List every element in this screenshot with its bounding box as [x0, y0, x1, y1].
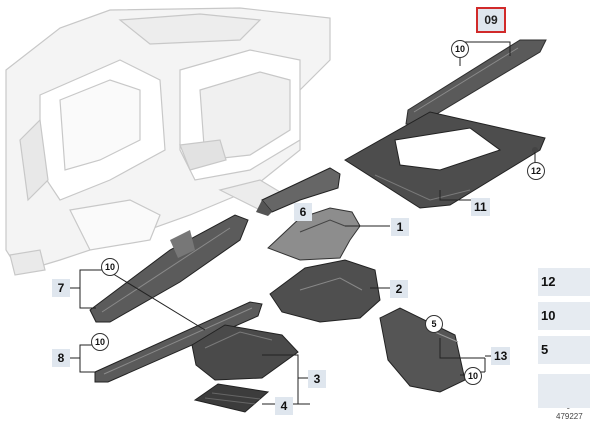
callout-part-8: 8	[52, 349, 70, 367]
circled-10-top-strip: 10	[451, 40, 469, 58]
glovebox-part-3	[191, 324, 299, 381]
legend-row-arrow	[538, 374, 590, 408]
legend-number-5: 5	[541, 342, 549, 357]
group-number-badge: 09	[476, 7, 506, 33]
circled-10-part7: 10	[101, 258, 119, 276]
side-trim-part-13	[379, 307, 466, 393]
callout-part-7: 7	[52, 279, 70, 297]
callout-part-2: 2	[390, 280, 408, 298]
callout-part-6: 6	[294, 203, 312, 221]
circled-10-part8: 10	[91, 333, 109, 351]
legend-row-5	[538, 336, 590, 364]
glovebox-mat-part-4	[193, 383, 270, 413]
callout-part-1: 1	[391, 218, 409, 236]
catalog-number: 479227	[556, 412, 583, 421]
legend-number-10: 10	[541, 308, 556, 323]
callout-part-3: 3	[308, 370, 326, 388]
circled-10-part13: 10	[464, 367, 482, 385]
bracket-part-6	[256, 167, 341, 216]
upper-trim-strip-part	[405, 39, 547, 125]
part12-fastener	[532, 147, 538, 153]
circled-12-plate: 12	[527, 162, 545, 180]
legend-row-12	[538, 268, 590, 296]
lower-trim-strip-part-8	[94, 301, 263, 383]
underside-cover-plate-part	[344, 111, 546, 209]
knee-trim-panel-part-7	[89, 214, 249, 323]
callout-part-13: 13	[491, 347, 511, 365]
circled-5-part13: 5	[425, 315, 443, 333]
legend-number-12: 12	[541, 274, 556, 289]
steering-column-trim-upper-part	[267, 207, 361, 261]
steering-column-trim-lower-part	[269, 259, 381, 323]
leader-lines	[70, 41, 536, 405]
callout-part-11: 11	[471, 198, 490, 216]
callout-part-4: 4	[275, 397, 293, 415]
legend-row-10	[538, 302, 590, 330]
